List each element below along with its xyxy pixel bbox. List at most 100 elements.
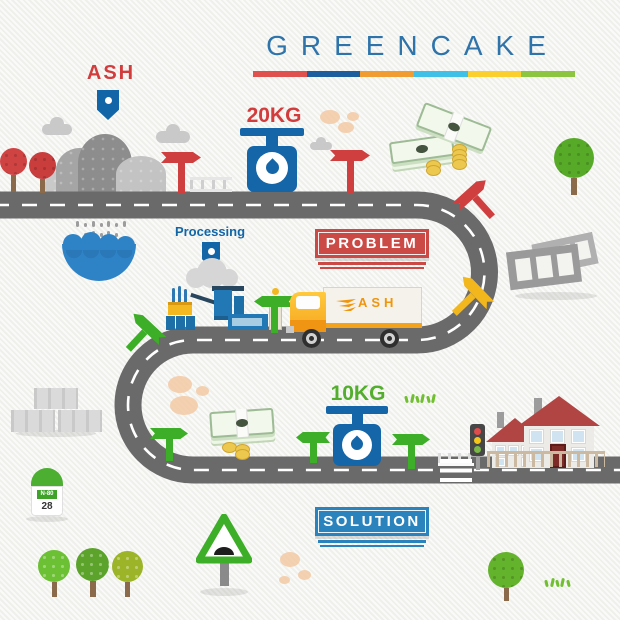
factory-barrel: [166, 316, 175, 330]
warning-triangle-icon: [196, 514, 252, 564]
underline-segment: [253, 71, 307, 77]
money-band: [443, 111, 465, 143]
processing-label: Processing: [174, 224, 246, 239]
scale-tray: [326, 406, 388, 414]
green-tree: [76, 548, 109, 597]
green-signpost: [390, 434, 432, 469]
green-tree: [38, 550, 70, 597]
page-title: GREENCAKE: [266, 30, 559, 61]
road-center-line: [0, 203, 620, 472]
water-surface: [62, 244, 136, 281]
truck-cargo-label: ASH: [358, 295, 398, 310]
map-pin-icon: [97, 90, 119, 120]
money-band: [235, 408, 249, 438]
concrete-block: [34, 388, 78, 409]
title-underline-bar: [253, 71, 576, 77]
truck-cargo-box: ASH: [323, 287, 422, 328]
dust-blob: [347, 112, 359, 121]
cloud-icon: [156, 123, 190, 143]
problem-banner-label: PROBLEM: [325, 235, 419, 252]
factory-pipe: [178, 286, 181, 304]
arrow-sign-icon: [296, 432, 330, 443]
banner-ribbon-line: [320, 544, 424, 547]
underline-segment: [360, 71, 415, 77]
milestone-body: N-80 28: [31, 486, 63, 516]
scale-10kg: [326, 406, 388, 466]
window: [572, 430, 585, 443]
milestone-dome: [31, 468, 63, 486]
scale-20kg: [240, 128, 304, 192]
solution-banner-label: SOLUTION: [323, 513, 421, 530]
green-signpost: [294, 432, 332, 463]
underline-segment: [467, 71, 522, 77]
factory-machine: [168, 302, 192, 315]
green-tree: [554, 138, 594, 195]
milestone-distance: 28: [41, 501, 53, 512]
weight-before-label: 20KG: [246, 104, 302, 127]
cloud-icon: [310, 137, 332, 150]
green-light: [474, 446, 481, 453]
window: [551, 430, 564, 443]
arrow-sign-icon: [254, 296, 294, 307]
milestone-route-label: N-80: [37, 490, 57, 499]
factory-pipe: [184, 289, 187, 304]
wing-icon: [336, 299, 356, 311]
red-tree: [0, 148, 27, 192]
truck-cab: [290, 292, 326, 332]
dust-blob: [298, 570, 311, 580]
factory-console: [228, 314, 268, 330]
milestone-shadow: [26, 516, 68, 522]
truck-cab-band: [290, 320, 326, 332]
problem-banner: PROBLEM: [315, 229, 429, 258]
money-stack: [209, 407, 275, 439]
coin-stack: [235, 444, 250, 460]
arrow-sign-icon: [150, 428, 188, 439]
underline-segment: [414, 71, 468, 77]
dust-blob: [170, 396, 198, 415]
factory-barrel: [176, 316, 185, 330]
weight-after-label: 10KG: [330, 382, 386, 405]
factory-barrel: [186, 316, 195, 330]
green-signpost: [148, 428, 190, 461]
red-signpost: [328, 150, 372, 193]
milestone-marker: N-80 28: [26, 466, 70, 524]
yellow-light: [474, 437, 481, 444]
arrow-sign-icon: [330, 150, 370, 161]
arrow-sign-icon: [161, 152, 201, 163]
coin-stack: [452, 144, 467, 170]
chimney: [534, 398, 542, 416]
window: [530, 430, 543, 443]
ash-truck: ASH: [286, 276, 426, 352]
grass-tuft: [404, 390, 436, 408]
console-screen: [232, 318, 262, 326]
underline-segment: [306, 71, 361, 77]
speed-bump-warning-sign: [196, 514, 252, 596]
scale-body: [333, 424, 381, 466]
dust-blob: [279, 576, 290, 584]
red-signpost: [159, 152, 203, 193]
truck-stripe: [323, 323, 422, 328]
solution-banner: SOLUTION: [315, 507, 429, 536]
factory-pipe: [212, 286, 244, 291]
truck-wheel: [302, 329, 321, 348]
factory-pipe: [172, 288, 175, 304]
truck-wheel: [380, 329, 399, 348]
red-light: [474, 428, 481, 435]
underline-segment: [521, 71, 576, 77]
coin-stack: [426, 160, 441, 176]
truck-bumper: [286, 326, 294, 333]
grass-tuft: [544, 574, 570, 592]
falling-ash-particles: [66, 214, 136, 232]
chimney: [497, 412, 504, 428]
blocks-shadow: [515, 292, 597, 300]
banner-ribbon-line: [320, 266, 424, 269]
smoke-cloud-icon: [186, 258, 242, 298]
dust-blob: [168, 376, 192, 393]
arrow-sign-icon: [392, 434, 430, 445]
water-basin: [62, 232, 136, 282]
red-tree: [29, 152, 56, 193]
factory-tank: [234, 296, 244, 320]
blocks-shadow: [16, 430, 96, 437]
dust-blob: [320, 110, 340, 124]
sign-pole: [219, 560, 229, 586]
